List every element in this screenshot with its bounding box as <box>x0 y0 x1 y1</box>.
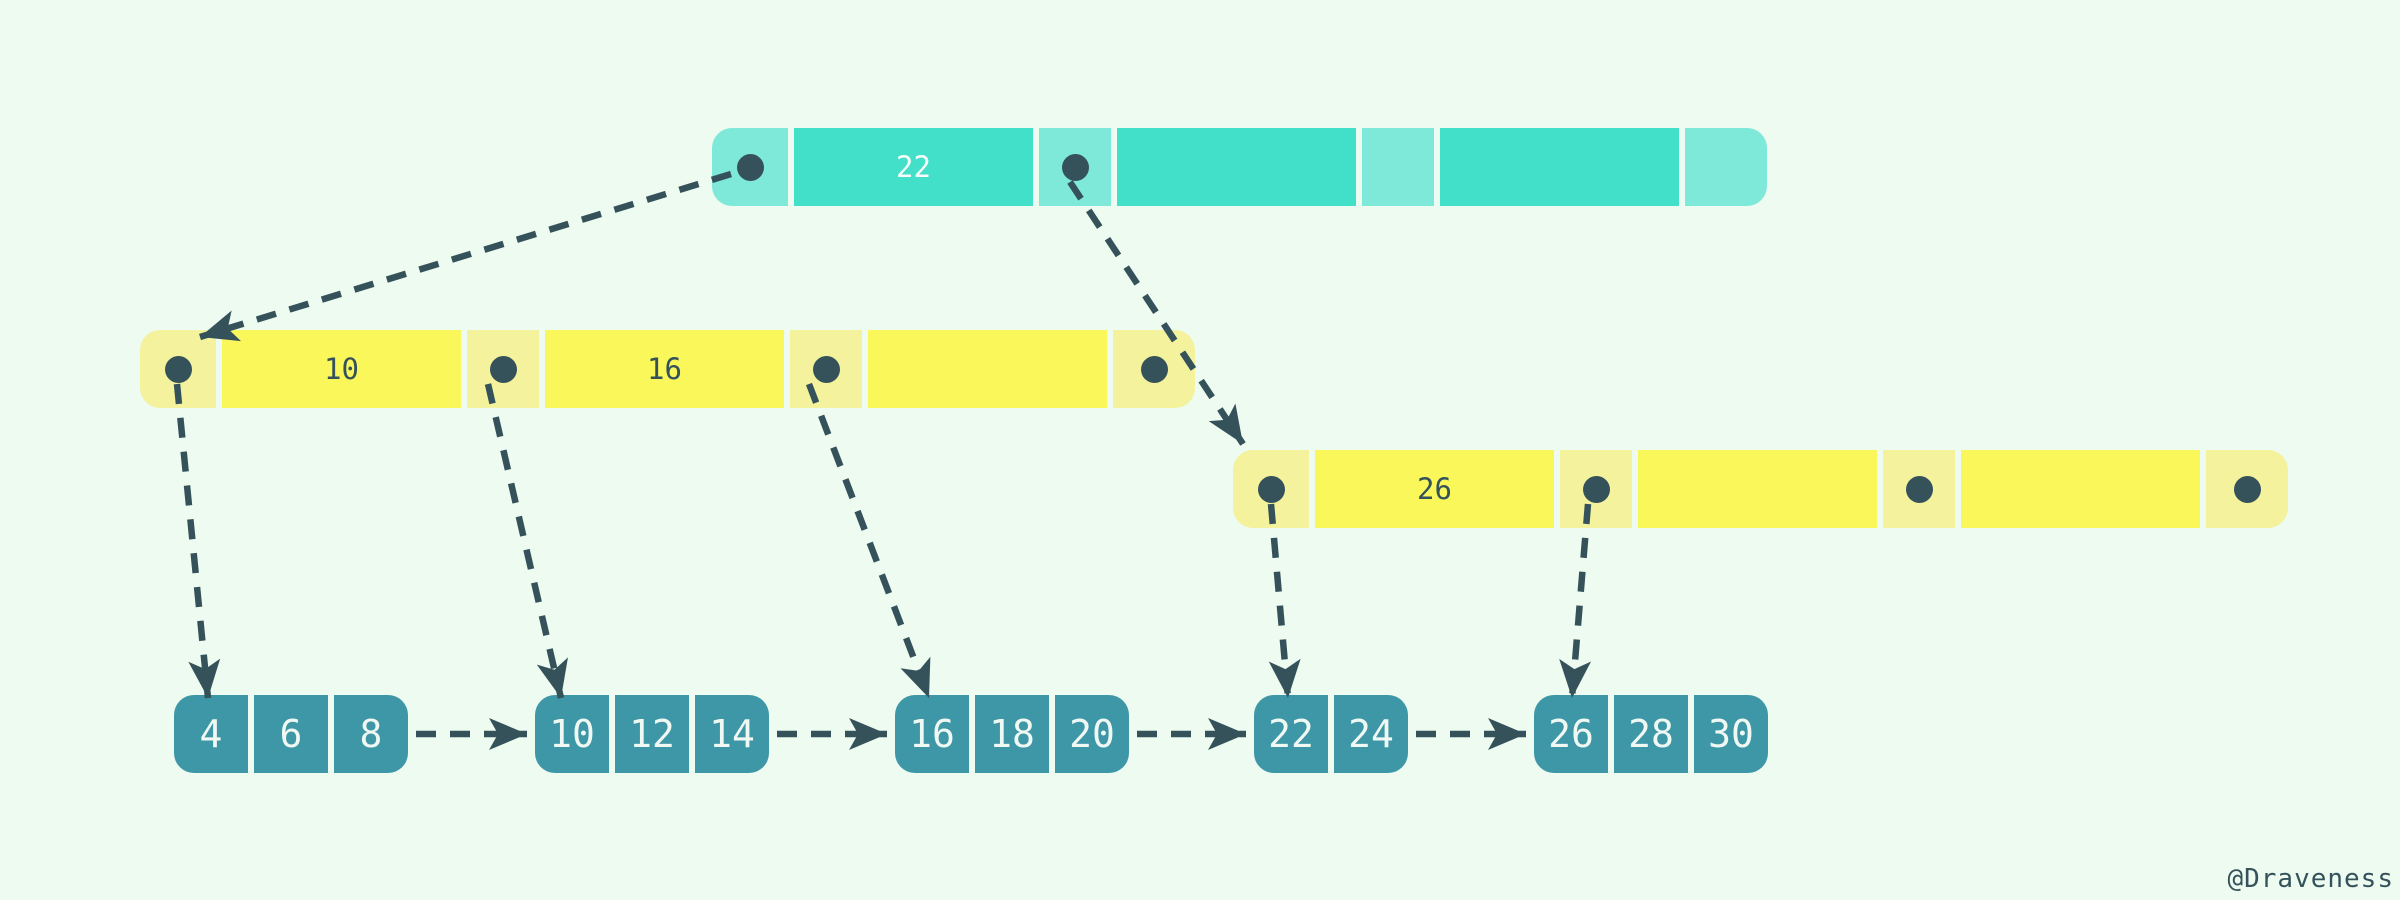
pointer-dot <box>164 355 192 383</box>
leaf-node-22-24: 22 24 <box>1254 695 1408 773</box>
leaf-cell: 8 <box>334 695 408 773</box>
internal-node-right: 26 <box>1233 450 2288 528</box>
arrow-right-node-to-leaf5 <box>1559 503 1592 699</box>
internal-right-pointer-cell-3 <box>2206 450 2288 528</box>
leaf-node-10-12-14: 10 12 14 <box>535 695 769 773</box>
internal-right-pointer-cell-0 <box>1233 450 1309 528</box>
pointer-dot <box>1582 475 1610 503</box>
leaf-node-4-6-8: 4 6 8 <box>174 695 408 773</box>
leaf-cell: 4 <box>174 695 248 773</box>
pointer-dot <box>1905 475 1933 503</box>
leaf-cell: 26 <box>1534 695 1608 773</box>
internal-right-key-cell-empty-2 <box>1961 450 2200 528</box>
arrow-right-node-to-leaf4 <box>1267 503 1301 699</box>
leaf-cell: 6 <box>254 695 328 773</box>
internal-left-key-cell-empty <box>868 330 1107 408</box>
internal-left-pointer-cell-3 <box>1113 330 1195 408</box>
internal-left-pointer-cell-2 <box>790 330 862 408</box>
leaf-cell: 16 <box>895 695 969 773</box>
root-key-cell-22: 22 <box>794 128 1033 206</box>
pointer-dot <box>1061 153 1089 181</box>
root-pointer-cell-0 <box>712 128 788 206</box>
internal-left-pointer-cell-1 <box>467 330 539 408</box>
root-pointer-cell-2-empty <box>1362 128 1434 206</box>
arrow-root-to-left-node <box>199 170 732 342</box>
leaf-cell: 18 <box>975 695 1049 773</box>
arrow-left-node-to-leaf1 <box>173 383 221 699</box>
leaf-cell: 28 <box>1614 695 1688 773</box>
leaf-cell: 30 <box>1694 695 1768 773</box>
leaf-cell: 10 <box>535 695 609 773</box>
pointer-dot <box>489 355 517 383</box>
leaf-node-16-18-20: 16 18 20 <box>895 695 1129 773</box>
internal-left-pointer-cell-0 <box>140 330 216 408</box>
pointer-dot <box>736 153 764 181</box>
internal-right-pointer-cell-2 <box>1883 450 1955 528</box>
internal-right-key-cell-26: 26 <box>1315 450 1554 528</box>
leaf-cell: 24 <box>1334 695 1408 773</box>
arrow-left-node-to-leaf3 <box>805 382 933 700</box>
root-pointer-cell-3-empty <box>1685 128 1767 206</box>
root-key-cell-empty-1 <box>1117 128 1356 206</box>
internal-right-key-cell-empty-1 <box>1638 450 1877 528</box>
pointer-dot <box>1257 475 1285 503</box>
internal-left-key-cell-16: 16 <box>545 330 784 408</box>
internal-node-left: 10 16 <box>140 330 1195 408</box>
internal-right-pointer-cell-1 <box>1560 450 1632 528</box>
pointer-dot <box>1140 355 1168 383</box>
leaf-cell: 22 <box>1254 695 1328 773</box>
internal-left-key-cell-10: 10 <box>222 330 461 408</box>
leaf-cell: 14 <box>695 695 769 773</box>
arrow-left-node-to-leaf2 <box>484 383 568 699</box>
leaf-cell: 12 <box>615 695 689 773</box>
root-node: 22 <box>712 128 1767 206</box>
credit-watermark: @Draveness <box>2227 864 2394 894</box>
root-pointer-cell-1 <box>1039 128 1111 206</box>
pointer-dot <box>2233 475 2261 503</box>
leaf-node-26-28-30: 26 28 30 <box>1534 695 1768 773</box>
root-key-cell-empty-2 <box>1440 128 1679 206</box>
leaf-cell: 20 <box>1055 695 1129 773</box>
pointer-dot <box>812 355 840 383</box>
